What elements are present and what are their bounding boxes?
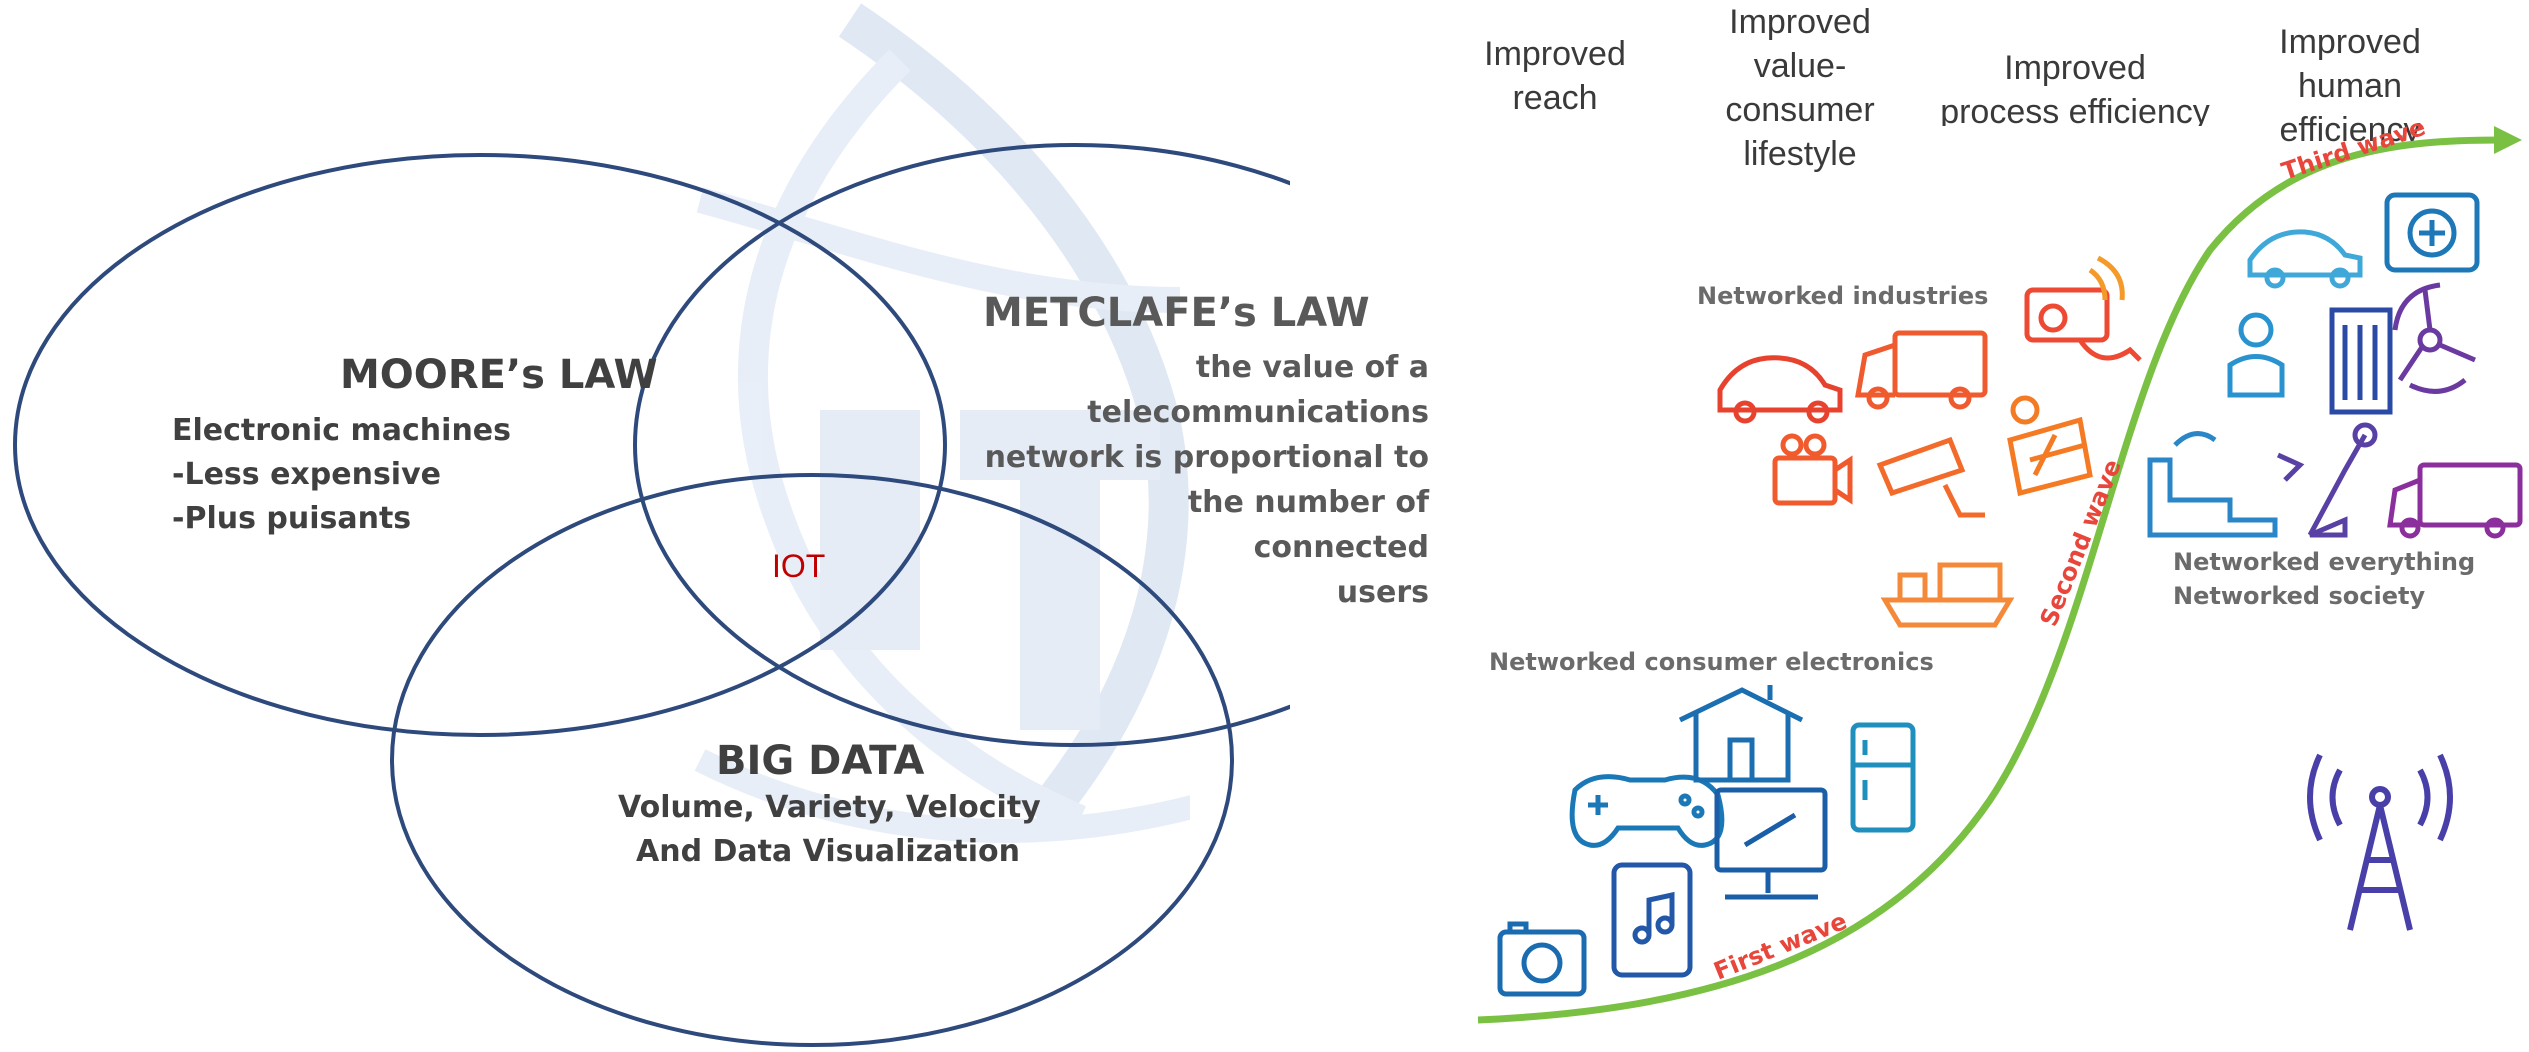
bigdata-circle [390, 473, 1234, 1047]
header-improved-process: Improved process efficiency [1940, 49, 2210, 126]
metcalfe-line-1: the value of a [1195, 350, 1429, 385]
header-improved-value: Improved value-consumer lifestyle [1725, 3, 1875, 173]
security-camera-icon [1876, 436, 1985, 518]
metcalfe-line-5: connected [1253, 530, 1429, 565]
medical-bag-icon [2384, 192, 2480, 273]
cargo-ship-icon [1880, 562, 2015, 628]
car-icon [2247, 229, 2363, 289]
moore-line-2: -Less expensive [172, 457, 441, 492]
growth-curve [1477, 136, 2501, 1024]
metcalfe-line-4: the number of [1187, 485, 1429, 520]
metcalfe-description: the value of a telecommunications networ… [985, 345, 1429, 615]
moore-line-1: Electronic machines [172, 413, 512, 448]
metcalfe-line-6: users [1336, 575, 1429, 610]
iot-evolution-graphic: Networked consumer electronics Networked… [1477, 113, 2523, 1024]
metcalfe-title: METCLAFE’s LAW [983, 290, 1370, 336]
refrigerator-icon [1850, 722, 1916, 833]
robotic-arm-icon [2276, 422, 2378, 538]
group-consumer-label: Networked consumer electronics [1489, 648, 1934, 676]
wireless-signal-icon [2088, 255, 2125, 301]
venn-diagram [13, 0, 1290, 1052]
growth-arrowhead [2494, 126, 2522, 154]
video-camera-icon [1772, 433, 1853, 506]
wind-turbine-icon [2392, 282, 2476, 394]
iot-label: IOT [772, 548, 826, 584]
bigdata-line-1: Volume, Variety, Velocity [618, 790, 1041, 825]
computer-icon [1714, 787, 1828, 900]
car-icon [1717, 355, 1843, 424]
group-industries-label: Networked industries [1697, 282, 1988, 310]
group-everything-label-2: Networked society [2173, 582, 2425, 610]
moore-circle [13, 153, 947, 737]
gamepad-icon [1569, 774, 1725, 848]
metcalfe-line-3: network is proportional to [984, 440, 1429, 475]
watermark-logo [694, 0, 1290, 1052]
bigdata-line-2: And Data Visualization [636, 834, 1020, 869]
building-icon [2329, 307, 2393, 415]
solar-panel-icon [2007, 395, 2093, 497]
metcalfe-circle [633, 143, 1290, 747]
person-icon [2227, 312, 2285, 398]
factory-icon [2147, 431, 2278, 538]
third-wave-label: Third wave [2278, 113, 2429, 186]
moore-line-3: -Plus puisants [172, 501, 412, 536]
group-everything-label-1: Networked everything [2173, 548, 2475, 576]
medical-kit-icon [2024, 287, 2142, 362]
delivery-truck-icon [1855, 330, 1988, 410]
moore-title: MOORE’s LAW [340, 352, 658, 398]
music-player-icon [1611, 862, 1693, 978]
cell-tower-icon [2307, 753, 2453, 931]
header-improved-human: Improved human efficiency [2279, 23, 2421, 149]
metcalfe-line-2: telecommunications [1087, 395, 1429, 430]
delivery-truck-icon [2387, 462, 2523, 539]
house-icon [1678, 685, 1804, 783]
bigdata-title: BIG DATA [716, 738, 925, 784]
camera-icon [1497, 921, 1587, 997]
header-improved-reach: Improved reach [1484, 35, 1626, 117]
second-wave-label: Second wave [2035, 455, 2127, 630]
first-wave-label: First wave [1710, 907, 1851, 986]
